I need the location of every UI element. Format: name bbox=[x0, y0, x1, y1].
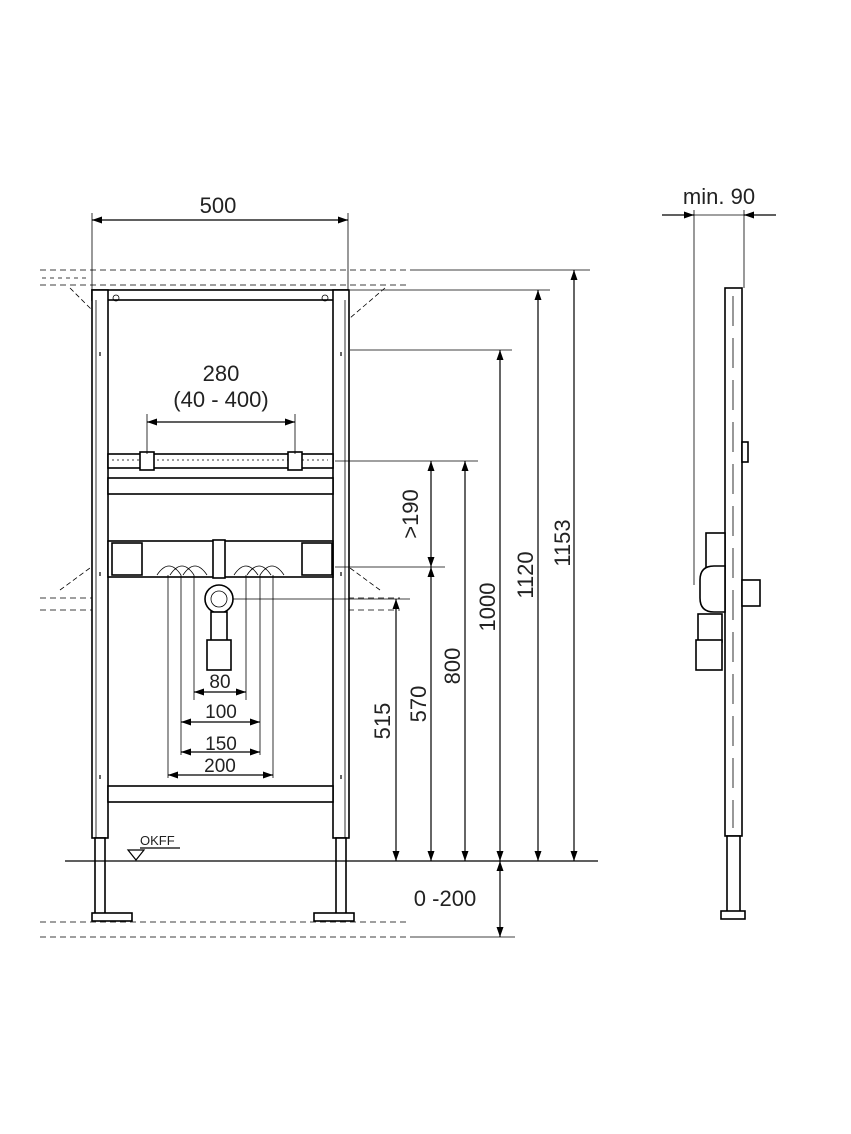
right-leg bbox=[335, 837, 347, 917]
right-foot bbox=[313, 912, 355, 922]
side-foot bbox=[720, 910, 746, 920]
okff-label: OKFF bbox=[140, 833, 175, 848]
crossbar-upper bbox=[107, 477, 334, 495]
drain-riser bbox=[212, 539, 226, 579]
dim-1120-label: 1120 bbox=[513, 551, 538, 598]
dim-1000-label: 1000 bbox=[475, 583, 500, 632]
dim-515-label: 515 bbox=[370, 703, 395, 740]
left-upright bbox=[91, 289, 109, 839]
width-label: 500 bbox=[200, 193, 237, 218]
dim-150-label: 150 bbox=[205, 734, 237, 755]
dim-100-label: 100 bbox=[205, 702, 237, 723]
plate-clamp-left bbox=[111, 542, 143, 576]
front-view: OKFF 500 280 (40 - 400) 80 100 150 200 bbox=[40, 193, 598, 938]
side-bracket bbox=[741, 441, 749, 463]
dim-570-label: 570 bbox=[406, 686, 431, 723]
side-leg bbox=[726, 835, 741, 915]
top-hole-right bbox=[321, 294, 329, 302]
side-upright bbox=[724, 287, 743, 837]
top-rail bbox=[91, 289, 349, 301]
bracket-left bbox=[139, 451, 155, 471]
dim-800-label: 800 bbox=[440, 648, 465, 685]
side-plate bbox=[741, 579, 761, 607]
left-foot bbox=[91, 912, 133, 922]
left-leg bbox=[94, 837, 106, 917]
right-upright bbox=[332, 289, 350, 839]
side-waste-pipe bbox=[695, 532, 726, 671]
mid-floor-hatch bbox=[40, 567, 400, 611]
bracket-range-label: (40 - 400) bbox=[173, 387, 268, 412]
mounting-rail bbox=[107, 453, 334, 469]
bracket-right bbox=[287, 451, 303, 471]
side-view: min. 90 bbox=[662, 184, 776, 920]
dim-200-label: 200 bbox=[204, 756, 236, 777]
crossbar-lower bbox=[107, 785, 334, 803]
left-top-brace bbox=[69, 287, 93, 311]
floor-hatch bbox=[40, 921, 410, 938]
okff-marker-icon bbox=[126, 849, 146, 861]
floor-range-label: 0 -200 bbox=[414, 886, 476, 911]
depth-label: min. 90 bbox=[683, 184, 755, 209]
ceiling-hatch bbox=[40, 269, 410, 286]
dim-gt190-label: >190 bbox=[398, 489, 423, 539]
plate-clamp-right bbox=[301, 542, 333, 576]
right-top-brace bbox=[349, 287, 386, 319]
dim-1153-label: 1153 bbox=[550, 519, 575, 566]
waste-pipe bbox=[204, 584, 234, 671]
bracket-spacing-label: 280 bbox=[203, 361, 240, 386]
top-hole-left bbox=[112, 294, 120, 302]
dim-80-label: 80 bbox=[209, 672, 230, 693]
